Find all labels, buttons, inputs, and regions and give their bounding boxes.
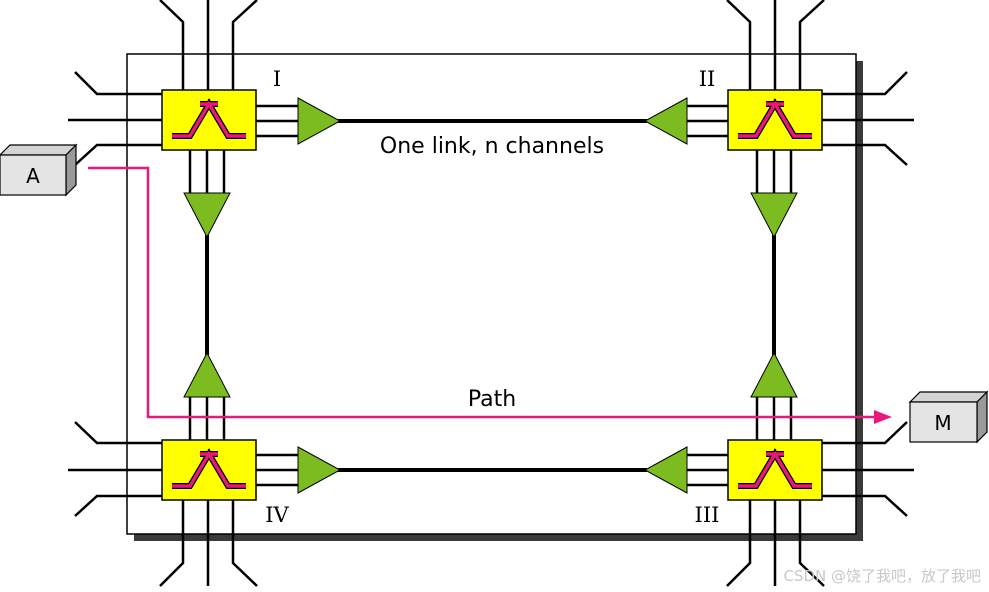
external-lines-switch-1 — [68, 0, 258, 166]
switch-3 — [727, 439, 823, 501]
external-lines-switch-4 — [68, 421, 258, 587]
switch-label-2: II — [699, 67, 716, 91]
multiplexers — [183, 97, 798, 494]
switch-label-4: IV — [265, 503, 289, 527]
node-m: M — [908, 390, 989, 444]
mux-triangle — [750, 351, 798, 398]
mux-triangle — [297, 446, 342, 494]
external-lines-switch-3 — [726, 421, 914, 587]
mux-triangle — [183, 192, 231, 239]
switch-2 — [727, 89, 823, 151]
node-a: A — [0, 143, 78, 197]
trunk-links — [205, 119, 776, 472]
watermark: CSDN @饶了我吧，放了我吧 — [783, 567, 981, 585]
switch-label-3: III — [695, 503, 720, 527]
mux-triangle — [297, 97, 342, 145]
switch-1 — [161, 89, 257, 151]
path-label: Path — [468, 387, 516, 412]
connection-path — [88, 166, 892, 424]
mux-triangle — [183, 351, 231, 398]
switch-4 — [161, 439, 257, 501]
node-m-label: M — [934, 411, 951, 435]
external-lines-switch-2 — [726, 0, 914, 166]
mux-triangle — [643, 97, 688, 145]
mux-triangle — [750, 192, 798, 239]
link-label: One link, n channels — [380, 134, 604, 159]
path-arrowhead — [874, 410, 892, 424]
switch-label-1: I — [273, 67, 281, 91]
node-a-label: A — [26, 164, 40, 188]
mux-triangle — [643, 446, 688, 494]
